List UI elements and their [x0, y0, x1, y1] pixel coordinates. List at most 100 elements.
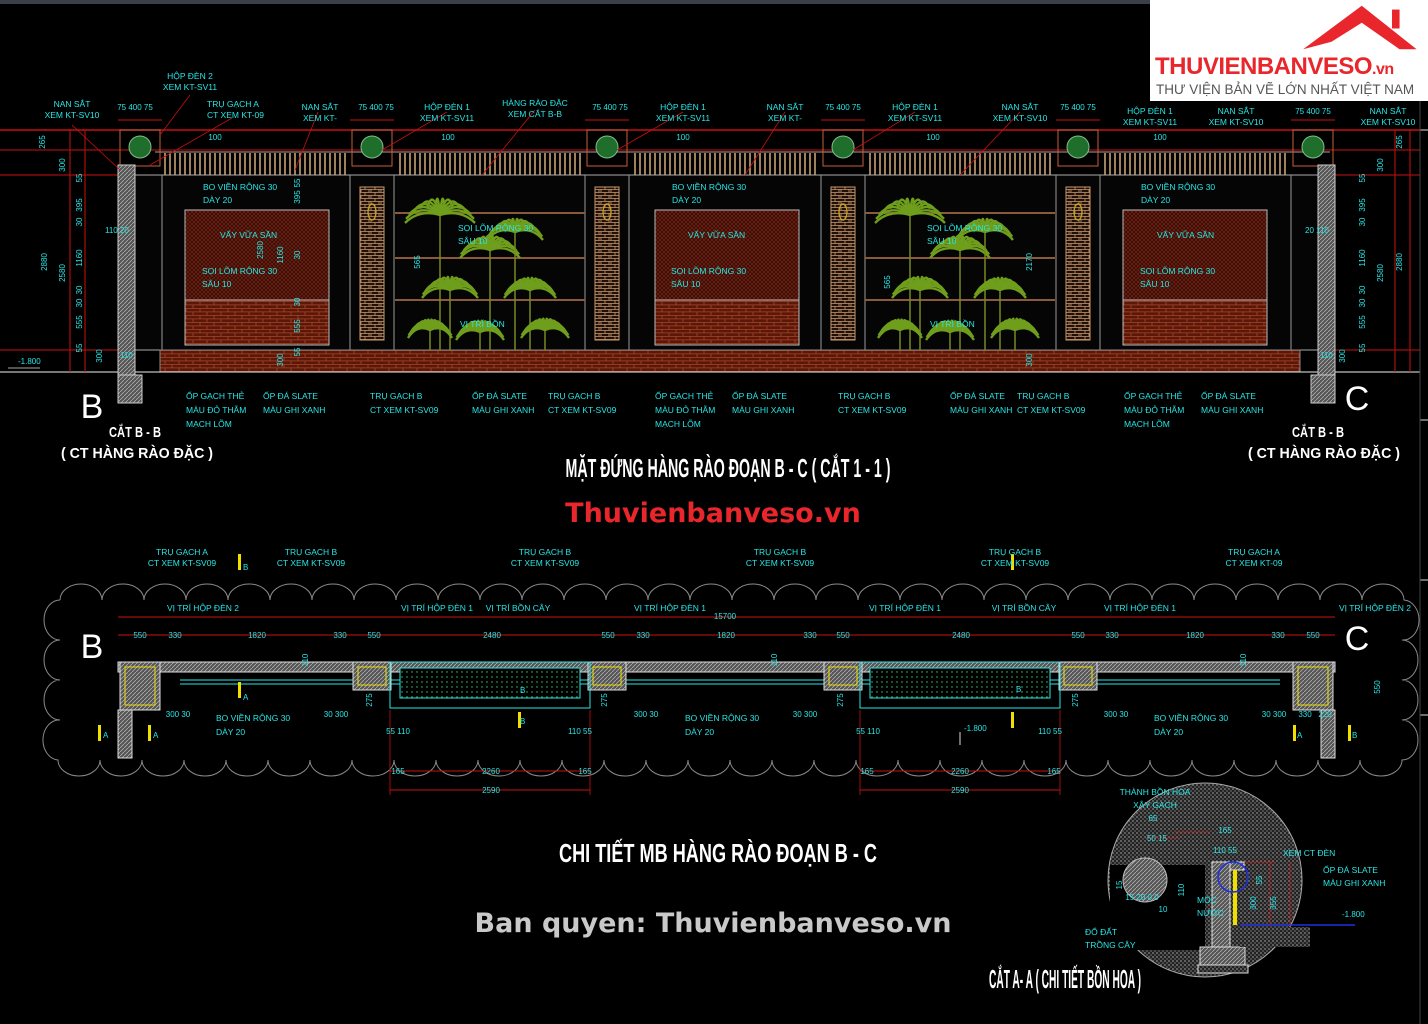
leader-line [744, 111, 786, 176]
vertical-dimension-right: 30 [1358, 217, 1367, 226]
slat-spacing-dimension: 100 [1153, 133, 1167, 142]
end-dimension: 110 [120, 351, 133, 360]
elevation-bottom-note: MÀU GHI XANH [472, 405, 534, 415]
plan-pillar [587, 661, 627, 691]
planter-side-dimension: 165 [578, 767, 592, 776]
inner-vertical-dimension: 30 [293, 297, 302, 306]
elevation-top-note: XEM KT-SV11 [163, 82, 217, 92]
planter-total-dimension: 2590 [482, 786, 500, 795]
panel-note: DÀY 20 [203, 195, 232, 205]
section-sub-left: ( CT HÀNG RÀO ĐẶC ) [61, 445, 213, 462]
plan-small-dimension: 30 300 [324, 710, 349, 719]
plan-small-dimension: 220 [1318, 710, 1332, 719]
slat-spacing-dimension: 100 [441, 133, 455, 142]
slat-spacing-dimension: 100 [208, 133, 222, 142]
plan-top-note: TRỤ GẠCH A [1228, 547, 1280, 557]
watermark-red: Thuvienbanveso.vn [565, 498, 861, 529]
panel-note: BO VIỀN RỘNG 30 [1141, 182, 1215, 192]
elevation-bottom-note: ỐP ĐÁ SLATE [472, 390, 527, 401]
elevation-top-note: XEM KT-SV10 [45, 110, 100, 120]
detail-dimension: 355 [1269, 896, 1278, 910]
plan-top-note: TRỤ GẠCH B [989, 547, 1042, 557]
detail-dimension: 300 [1249, 896, 1258, 910]
vertical-dimension-left: 1160 [75, 249, 84, 267]
leader-line [481, 109, 536, 176]
panel-note: SỌI LÕM RỘNG 30 [671, 266, 746, 276]
elevation-bottom-note: CT XEM KT-SV09 [838, 405, 907, 415]
detail-note: NƯỚC [1197, 908, 1224, 918]
elevation-bottom-note: MÀU ĐỎ THẪM [186, 404, 246, 415]
panel-note: SÂU 10 [671, 279, 701, 289]
watermark-gray: Ban quyen: Thuvienbanveso.vn [475, 908, 952, 939]
palm-frond [956, 229, 986, 241]
panel-note: DÀY 20 [672, 195, 701, 205]
plan-small-dimension: 300 30 [1104, 710, 1129, 719]
light-box-position [828, 666, 858, 686]
planter-total-dimension: 2590 [951, 786, 969, 795]
wall-lamp-icon [602, 203, 612, 221]
planter-side-dimension: 165 [1047, 767, 1061, 776]
plan-position-note: VỊ TRÍ BỒN CÂY [992, 602, 1057, 613]
elevation-top-note: HỘP ĐÈN 1 [660, 102, 706, 112]
elevation-top-note: NAN SẮT [1002, 102, 1039, 112]
elevation-bottom-note: MẠCH LÕM [1124, 419, 1170, 429]
elevation-bottom-note: ỐP GẠCH THẺ [655, 390, 714, 401]
brick-column [830, 186, 856, 341]
plan-letter-left: B [81, 628, 104, 666]
elevation-bottom-note: ỐP ĐÁ SLATE [1201, 390, 1256, 401]
elevation-top-note: HỘP ĐÈN 2 [167, 71, 213, 81]
section-mark-label: B [243, 563, 248, 572]
plan-position-note: VỊ TRÍ HỘP ĐÈN 1 [1104, 603, 1176, 613]
palm-frond [503, 287, 531, 299]
section-mark-label: B [520, 686, 525, 695]
end-dimension: 110 [1320, 351, 1333, 360]
elevation-top-note: XEM KT-SV10 [1209, 117, 1264, 127]
plan-top-note: TRỤ GẠCH B [754, 547, 807, 557]
elevation-bottom-note: TRỤ GẠCH B [370, 391, 423, 401]
panel-note: SÂU 10 [458, 236, 488, 246]
detail-note: TRỒNG CÂY [1085, 939, 1136, 950]
plan-border-note: DÀY 20 [1154, 727, 1183, 737]
leader-line [159, 94, 191, 136]
section-mark-icon [238, 682, 241, 698]
panel-note: BO VIỀN RỘNG 30 [672, 182, 746, 192]
plan-top-note: TRỤ GẠCH A [156, 547, 208, 557]
elevation-bottom-note: MẠCH LÕM [186, 419, 232, 429]
elevation-bottom-note: ỐP ĐÁ SLATE [950, 390, 1005, 401]
light-box-icon [128, 135, 152, 159]
plan-pillar [823, 661, 863, 691]
detail-note: ỐP ĐÁ SLATE [1323, 864, 1378, 875]
vertical-dimension-right: 265 [1395, 135, 1404, 149]
inner-vertical-dimension: 1160 [276, 246, 285, 264]
segment-dimension: 550 [133, 631, 147, 640]
light-box-icon [1301, 135, 1325, 159]
section-mark-icon [238, 554, 241, 570]
detail-title: CẮT A- A ( CHI TIẾT BỒN HOA ) [989, 964, 1141, 994]
brand-tld: .vn [1372, 61, 1394, 78]
light-box-position [124, 666, 156, 706]
inner-vertical-dimension: 300 [276, 353, 285, 367]
plan-level-marker: -1.800 [964, 724, 987, 733]
brick-column [594, 186, 620, 341]
end-wall-section-left [117, 164, 136, 376]
inner-vertical-dimension: 555 [293, 319, 302, 333]
vertical-dimension-right: 30 [1358, 285, 1367, 294]
panel-note: SỌI LÕM RỘNG 30 [1140, 266, 1215, 276]
panel-note: VỊ TRÍ BỒN [460, 318, 505, 329]
planter-side-dimension: 165 [391, 767, 405, 776]
paving [1240, 927, 1310, 947]
light-box-frame [1292, 129, 1334, 167]
palm-frond [486, 229, 516, 241]
vertical-dimension-left: 265 [38, 135, 47, 149]
segment-dimension: 1820 [717, 631, 735, 640]
lean-concrete [1197, 964, 1249, 974]
plan-small-dimension: 110 55 [568, 727, 592, 736]
vertical-dimension-right: 30 [1358, 298, 1367, 307]
segment-dimension: 550 [1306, 631, 1320, 640]
light-box-icon [360, 135, 384, 159]
wall-lamp-icon [1073, 203, 1083, 221]
vertical-dimension-right: 555 [1358, 315, 1367, 329]
elevation-top-note: NAN SẮT [1218, 106, 1255, 116]
light-box-position [1297, 666, 1329, 706]
